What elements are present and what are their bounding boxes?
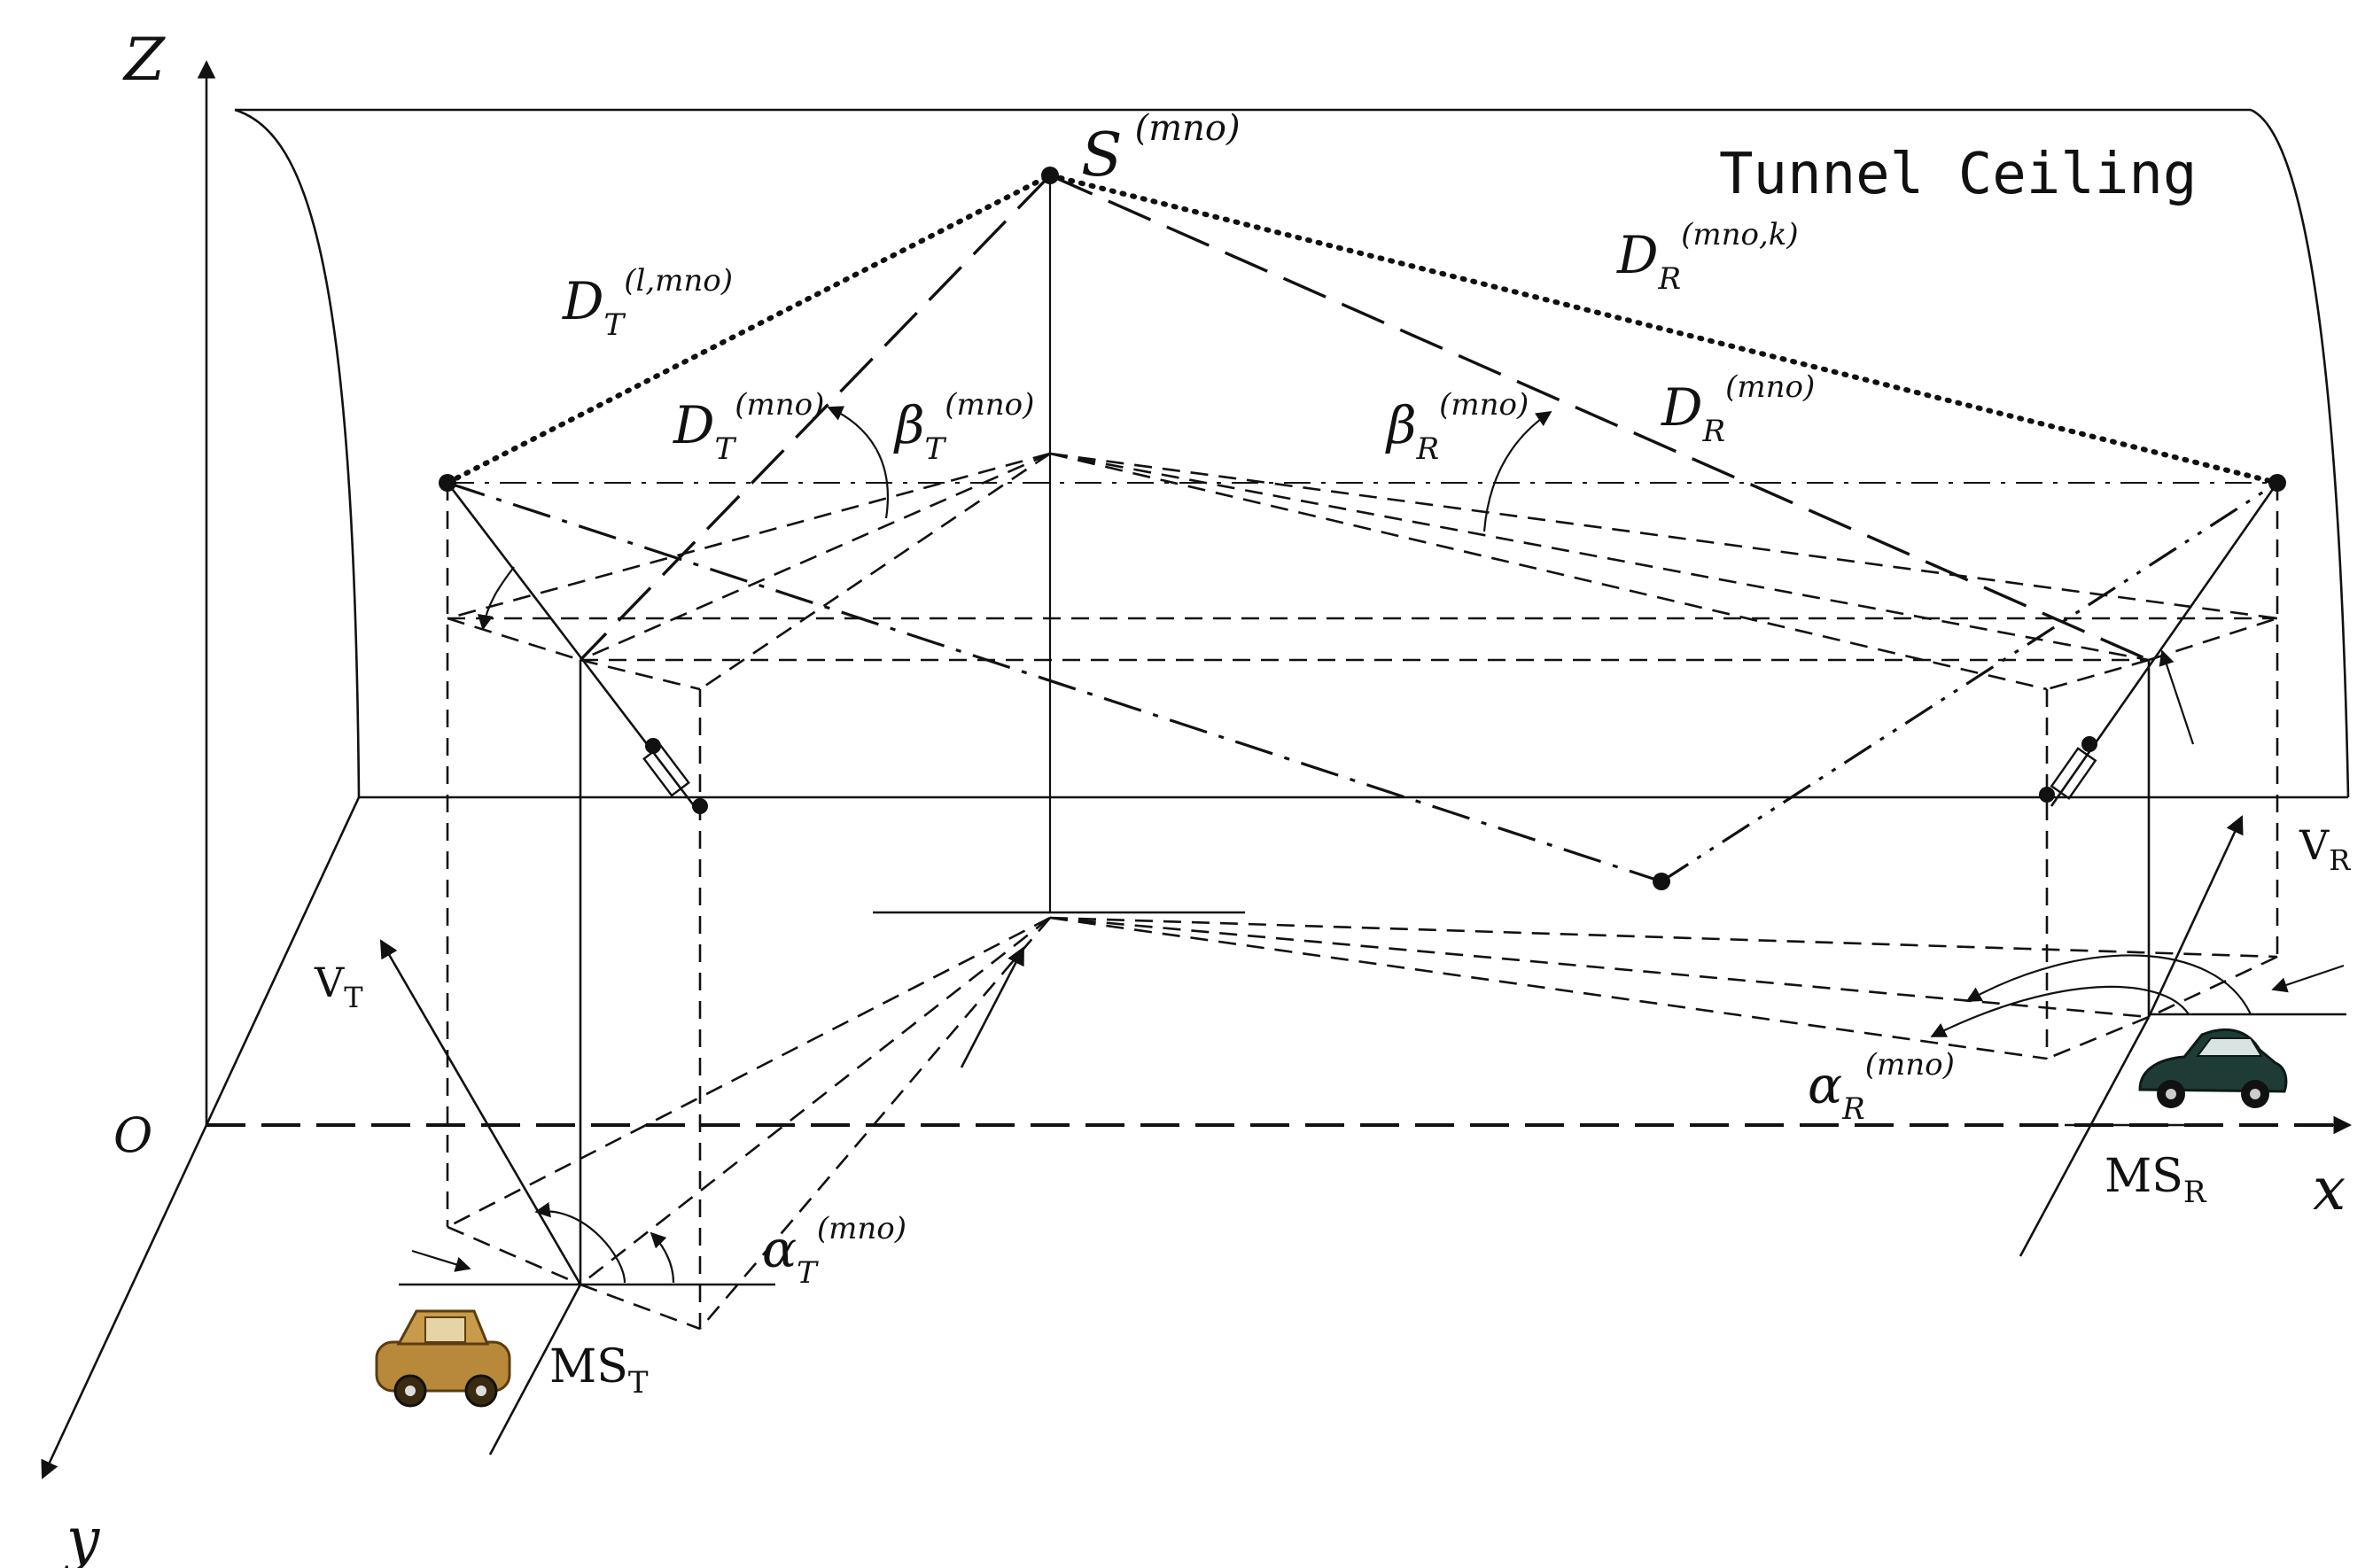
alpha-t-mno-label: αT(mno)	[762, 1211, 906, 1291]
floor-mirror-point	[1653, 873, 1670, 890]
rx-ceiling-point	[2268, 474, 2286, 492]
projection-lines-upper	[447, 452, 2278, 691]
tunnel-ceiling-label: Tunnel Ceiling	[1719, 142, 2197, 207]
d-t-l-mno-label: DT(l,mno)	[562, 263, 733, 343]
beta-r-mno-label: βR(mno)	[1385, 387, 1529, 467]
z-axis-label: Z	[122, 26, 166, 94]
v-r-arrow	[2147, 815, 2244, 1018]
ms-r-label: MSR	[2105, 1150, 2207, 1210]
long-dash-rays	[579, 174, 2150, 662]
alpha-r-mno-label: αR(mno)	[1808, 1047, 1955, 1127]
tx-ceiling-point	[439, 474, 456, 492]
beta-t-mno-label: βT(mno)	[893, 387, 1034, 467]
points	[439, 167, 2286, 890]
d-t-mno-label: DT(mno)	[673, 387, 824, 467]
tan-car-icon	[375, 1309, 511, 1408]
floor-left-edge	[205, 796, 361, 1126]
angle-arcs	[411, 406, 2345, 1284]
v-r-label: VR	[2299, 821, 2351, 877]
dark-green-car-icon	[2138, 1028, 2288, 1108]
d-r-mno-k-label: DR(mno,k)	[1616, 217, 1799, 297]
x-axis-label: x	[2313, 1155, 2346, 1223]
tunnel-outline	[234, 108, 2350, 799]
origin-label: O	[113, 1107, 152, 1163]
y-axis-line	[41, 1124, 208, 1479]
axes	[41, 59, 2353, 1479]
ms-t-label: MST	[549, 1340, 649, 1401]
antenna-tilts	[446, 482, 2279, 809]
scatterer-label: S(mno)	[1081, 108, 1241, 190]
scatterer-point	[1041, 167, 1059, 184]
floor-plane	[399, 911, 2346, 1331]
labels: Z x y O Tunnel Ceiling S(mno) DT(l,mno) …	[64, 26, 2351, 1568]
y-axis-label: y	[64, 1505, 100, 1568]
v-t-label: VT	[314, 959, 363, 1014]
dotted-paths	[445, 173, 2280, 485]
motion-lines	[379, 815, 2244, 1455]
v-t-arrow	[379, 939, 582, 1285]
vertical-lines	[446, 175, 2279, 1329]
ceiling-plane	[447, 481, 2278, 883]
d-r-mno-label: DR(mno)	[1661, 369, 1815, 449]
